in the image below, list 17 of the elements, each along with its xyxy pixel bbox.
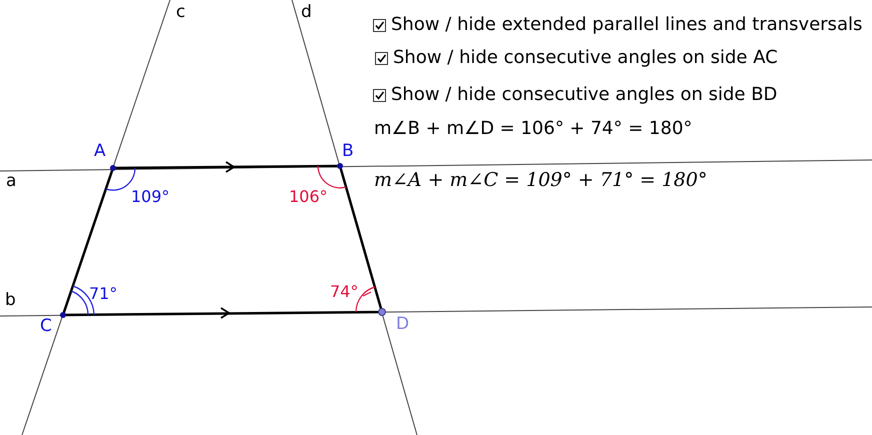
- point-label: B: [342, 143, 354, 160]
- angle-measure: 71°: [89, 286, 118, 302]
- angle-measure: 74°: [330, 284, 358, 300]
- option-text: Show / hide extended parallel lines and transversals: [391, 16, 862, 34]
- point-label: D: [396, 316, 410, 333]
- line-label: c: [176, 4, 186, 21]
- option-text: Show / hide consecutive angles on side AC: [393, 49, 778, 67]
- line-label: b: [5, 292, 16, 309]
- angle-measure: 109°: [131, 189, 170, 205]
- option-text: Show / hide consecutive angles on side BD: [391, 86, 778, 104]
- line-label: a: [6, 173, 16, 190]
- point-label: A: [94, 143, 106, 160]
- equation: m∠B + m∠D = 106° + 74° = 180°: [374, 120, 692, 138]
- angle-measure: 106°: [289, 189, 328, 205]
- equation: m∠A + m∠C = 109° + 71° = 180°: [374, 171, 708, 190]
- point-label: C: [40, 318, 52, 335]
- line-label: d: [301, 4, 312, 21]
